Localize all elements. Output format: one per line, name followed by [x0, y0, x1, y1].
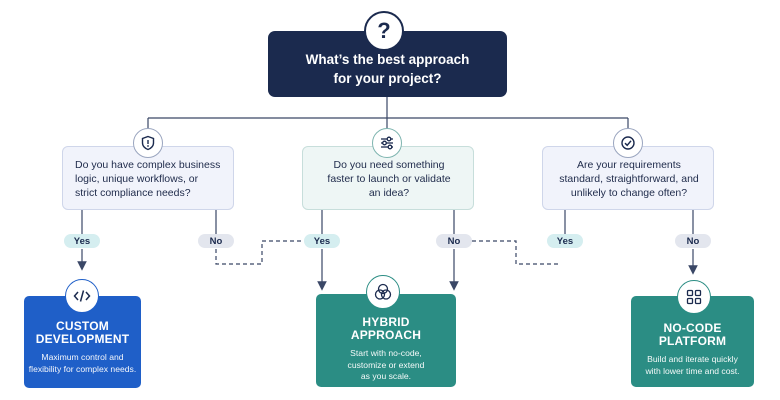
result-title-line: HYBRID — [362, 315, 410, 329]
result-description: Start with no-code, customize or extend … — [348, 348, 425, 383]
result-custom-development: CUSTOM DEVELOPMENT Maximum control and f… — [24, 296, 141, 388]
result-desc-line: as you scale. — [360, 371, 412, 381]
no-badge: No — [675, 234, 711, 248]
question-line: logic, unique workflows, or — [75, 173, 199, 185]
result-title-line: CUSTOM — [56, 319, 109, 333]
result-title-line: APPROACH — [350, 328, 422, 342]
result-desc-line: Start with no-code, — [350, 348, 422, 358]
no-badge: No — [198, 234, 234, 248]
q2-no-to-q3-dashed — [472, 240, 560, 265]
result-description: Maximum control and flexibility for comp… — [29, 352, 136, 375]
question-line: Do you have complex business — [75, 159, 221, 171]
result-desc-line: with lower time and cost. — [645, 365, 740, 376]
result-desc-line: Build and iterate quickly — [647, 354, 738, 364]
sliders-icon — [372, 128, 402, 158]
question-line: Do you need something — [333, 159, 445, 171]
yes-badge: Yes — [304, 234, 340, 248]
title-line-2: for your project? — [333, 71, 442, 86]
result-hybrid-approach: HYBRID APPROACH Start with no-code, cust… — [316, 294, 456, 387]
yes-badge: Yes — [64, 234, 100, 248]
q1-no-to-q2-dashed — [215, 240, 302, 265]
question-line: unlikely to change often? — [570, 187, 688, 199]
question-line: Are your requirements — [577, 159, 681, 171]
question-line: standard, straightforward, and — [559, 173, 699, 185]
question-line: faster to launch or validate — [327, 173, 451, 185]
result-title-line: PLATFORM — [658, 334, 727, 348]
question-line: strict compliance needs? — [75, 187, 191, 199]
check-circle-icon — [613, 128, 643, 158]
question-mark-icon: ? — [364, 11, 404, 51]
yes-badge: Yes — [547, 234, 583, 248]
result-desc-line: customize or extend — [347, 359, 425, 370]
no-badge: No — [436, 234, 472, 248]
title-line-1: What’s the best approach — [305, 52, 470, 67]
code-icon — [65, 279, 99, 313]
result-title-line: DEVELOPMENT — [35, 332, 130, 346]
result-desc-line: Maximum control and — [41, 352, 124, 362]
shield-icon — [133, 128, 163, 158]
result-title-line: NO-CODE — [663, 321, 722, 335]
result-desc-line: flexibility for complex needs. — [28, 363, 137, 374]
grid-icon — [677, 280, 711, 314]
result-description: Build and iterate quickly with lower tim… — [645, 354, 739, 377]
help-symbol: ? — [377, 18, 391, 43]
overlapping-circles-icon — [366, 275, 400, 309]
question-line: an idea? — [368, 187, 410, 199]
